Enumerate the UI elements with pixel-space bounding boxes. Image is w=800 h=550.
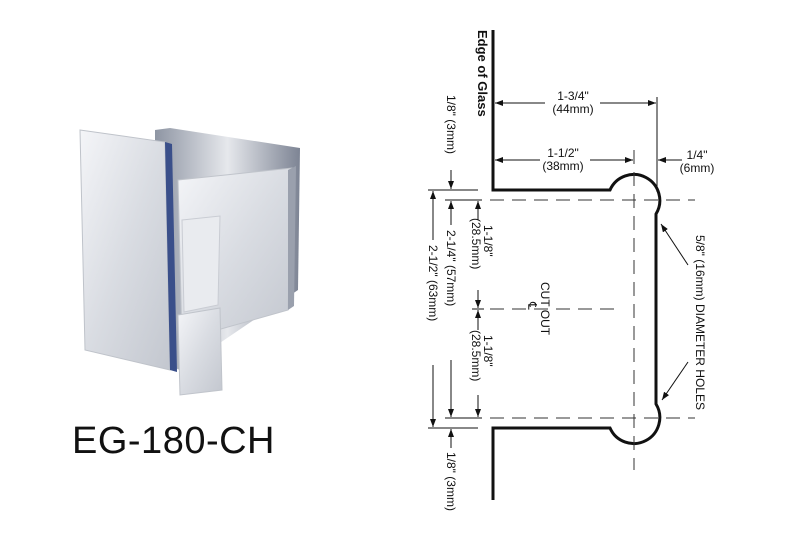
- hinge-product-image: [79, 128, 300, 396]
- dim-offset-mm: (6mm): [680, 161, 715, 175]
- model-number: EG-180-CH: [72, 420, 275, 462]
- centerline-symbol: ℄: [525, 301, 539, 310]
- edge-of-glass-label: Edge of Glass: [475, 30, 490, 117]
- dim-upper-half-mm: (28.5mm): [469, 218, 483, 269]
- dim-hole-width-in: 1-1/2": [547, 146, 579, 160]
- diameter-holes-label: 5/8" (16mm) DIAMETER HOLES: [693, 235, 707, 410]
- dim-offset-in: 1/4": [687, 148, 708, 162]
- dim-hole-span: 2-1/4" (57mm): [444, 230, 458, 306]
- dim-lower-half-in: 1-1/8": [481, 335, 495, 367]
- dim-upper-half-in: 1-1/8": [481, 225, 495, 257]
- dim-hole-width-mm: (38mm): [542, 159, 583, 173]
- dim-total-width-in: 1-3/4": [557, 89, 589, 103]
- cutout-outline: [491, 30, 662, 500]
- dim-total-height: 2-1/2" (63mm): [426, 245, 440, 321]
- dim-bottom-gap: 1/8" (3mm): [444, 452, 458, 511]
- dim-total-width-mm: (44mm): [552, 102, 593, 116]
- dim-lower-half-mm: (28.5mm): [469, 330, 483, 381]
- dim-top-gap: 1/8" (3mm): [444, 95, 458, 154]
- cutout-label: CUT OUT: [538, 282, 552, 336]
